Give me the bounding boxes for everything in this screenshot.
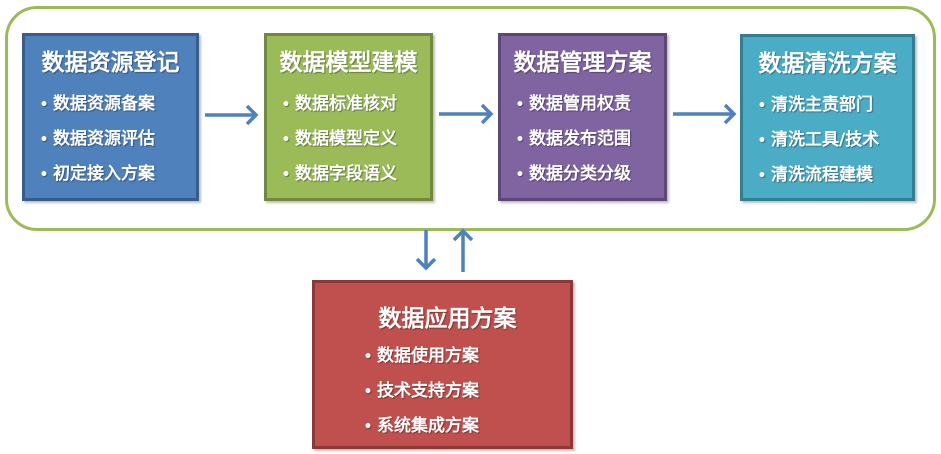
item-label: 数据使用方案 <box>377 346 479 366</box>
bullet-icon: • <box>515 167 525 183</box>
stage-item-list: •数据使用方案 •技术支持方案 •系统集成方案 <box>315 339 570 444</box>
item-label: 清洗流程建模 <box>771 165 873 185</box>
bullet-icon: • <box>39 97 49 113</box>
bullet-icon: • <box>281 132 291 148</box>
stage-title: 数据应用方案 <box>378 306 517 332</box>
stage-title: 数据清洗方案 <box>758 51 897 77</box>
arrow-right-icon <box>439 103 494 125</box>
bullet-icon: • <box>363 419 373 435</box>
bullet-icon: • <box>39 167 49 183</box>
arrow-right-icon <box>205 104 259 126</box>
arrow-right-icon <box>673 103 737 125</box>
stage-item-list: •清洗主责部门 •清洗工具/技术 •清洗流程建模 <box>743 88 912 193</box>
stage-title: 数据模型建模 <box>279 50 418 76</box>
list-item: •清洗主责部门 <box>753 88 912 123</box>
list-item: •清洗工具/技术 <box>753 123 912 158</box>
item-label: 技术支持方案 <box>377 381 479 401</box>
bullet-icon: • <box>515 97 525 113</box>
item-label: 数据资源备案 <box>53 94 155 114</box>
item-label: 数据标准核对 <box>295 94 397 114</box>
item-label: 初定接入方案 <box>53 164 155 184</box>
stage-title: 数据管理方案 <box>513 50 652 76</box>
stage-data-model-building: 数据模型建模 •数据标准核对 •数据模型定义 •数据字段语义 <box>264 33 433 201</box>
list-item: •数据发布范围 <box>511 122 664 157</box>
item-label: 清洗工具/技术 <box>771 130 880 150</box>
stage-data-application-plan: 数据应用方案 •数据使用方案 •技术支持方案 •系统集成方案 <box>312 280 573 449</box>
list-item: •系统集成方案 <box>359 409 570 444</box>
stage-data-resource-registration: 数据资源登记 •数据资源备案 •数据资源评估 •初定接入方案 <box>22 33 199 201</box>
list-item: •技术支持方案 <box>359 374 570 409</box>
bullet-icon: • <box>281 97 291 113</box>
item-label: 数据模型定义 <box>295 129 397 149</box>
stage-title: 数据资源登记 <box>41 50 180 76</box>
bullet-icon: • <box>757 98 767 114</box>
list-item: •数据资源评估 <box>35 122 196 157</box>
bullet-icon: • <box>757 168 767 184</box>
item-label: 清洗主责部门 <box>771 95 873 115</box>
stage-item-list: •数据资源备案 •数据资源评估 •初定接入方案 <box>25 87 196 192</box>
item-label: 系统集成方案 <box>377 416 479 436</box>
list-item: •数据模型定义 <box>277 122 430 157</box>
item-label: 数据管用权责 <box>529 94 631 114</box>
list-item: •数据使用方案 <box>359 339 570 374</box>
bullet-icon: • <box>363 349 373 365</box>
bullet-icon: • <box>515 132 525 148</box>
arrow-up-icon <box>452 228 474 272</box>
list-item: •数据分类分级 <box>511 157 664 192</box>
stage-data-management-plan: 数据管理方案 •数据管用权责 •数据发布范围 •数据分类分级 <box>498 33 667 201</box>
list-item: •数据资源备案 <box>35 87 196 122</box>
arrow-down-icon <box>415 230 437 271</box>
bullet-icon: • <box>281 167 291 183</box>
list-item: •数据管用权责 <box>511 87 664 122</box>
bullet-icon: • <box>757 133 767 149</box>
list-item: •清洗流程建模 <box>753 158 912 193</box>
item-label: 数据字段语义 <box>295 164 397 184</box>
list-item: •数据标准核对 <box>277 87 430 122</box>
bullet-icon: • <box>363 384 373 400</box>
pipeline-container <box>5 6 936 231</box>
item-label: 数据分类分级 <box>529 164 631 184</box>
stage-item-list: •数据标准核对 •数据模型定义 •数据字段语义 <box>267 87 430 192</box>
list-item: •数据字段语义 <box>277 157 430 192</box>
item-label: 数据资源评估 <box>53 129 155 149</box>
list-item: •初定接入方案 <box>35 157 196 192</box>
stage-data-cleaning-plan: 数据清洗方案 •清洗主责部门 •清洗工具/技术 •清洗流程建模 <box>740 34 915 201</box>
bullet-icon: • <box>39 132 49 148</box>
stage-item-list: •数据管用权责 •数据发布范围 •数据分类分级 <box>501 87 664 192</box>
item-label: 数据发布范围 <box>529 129 631 149</box>
